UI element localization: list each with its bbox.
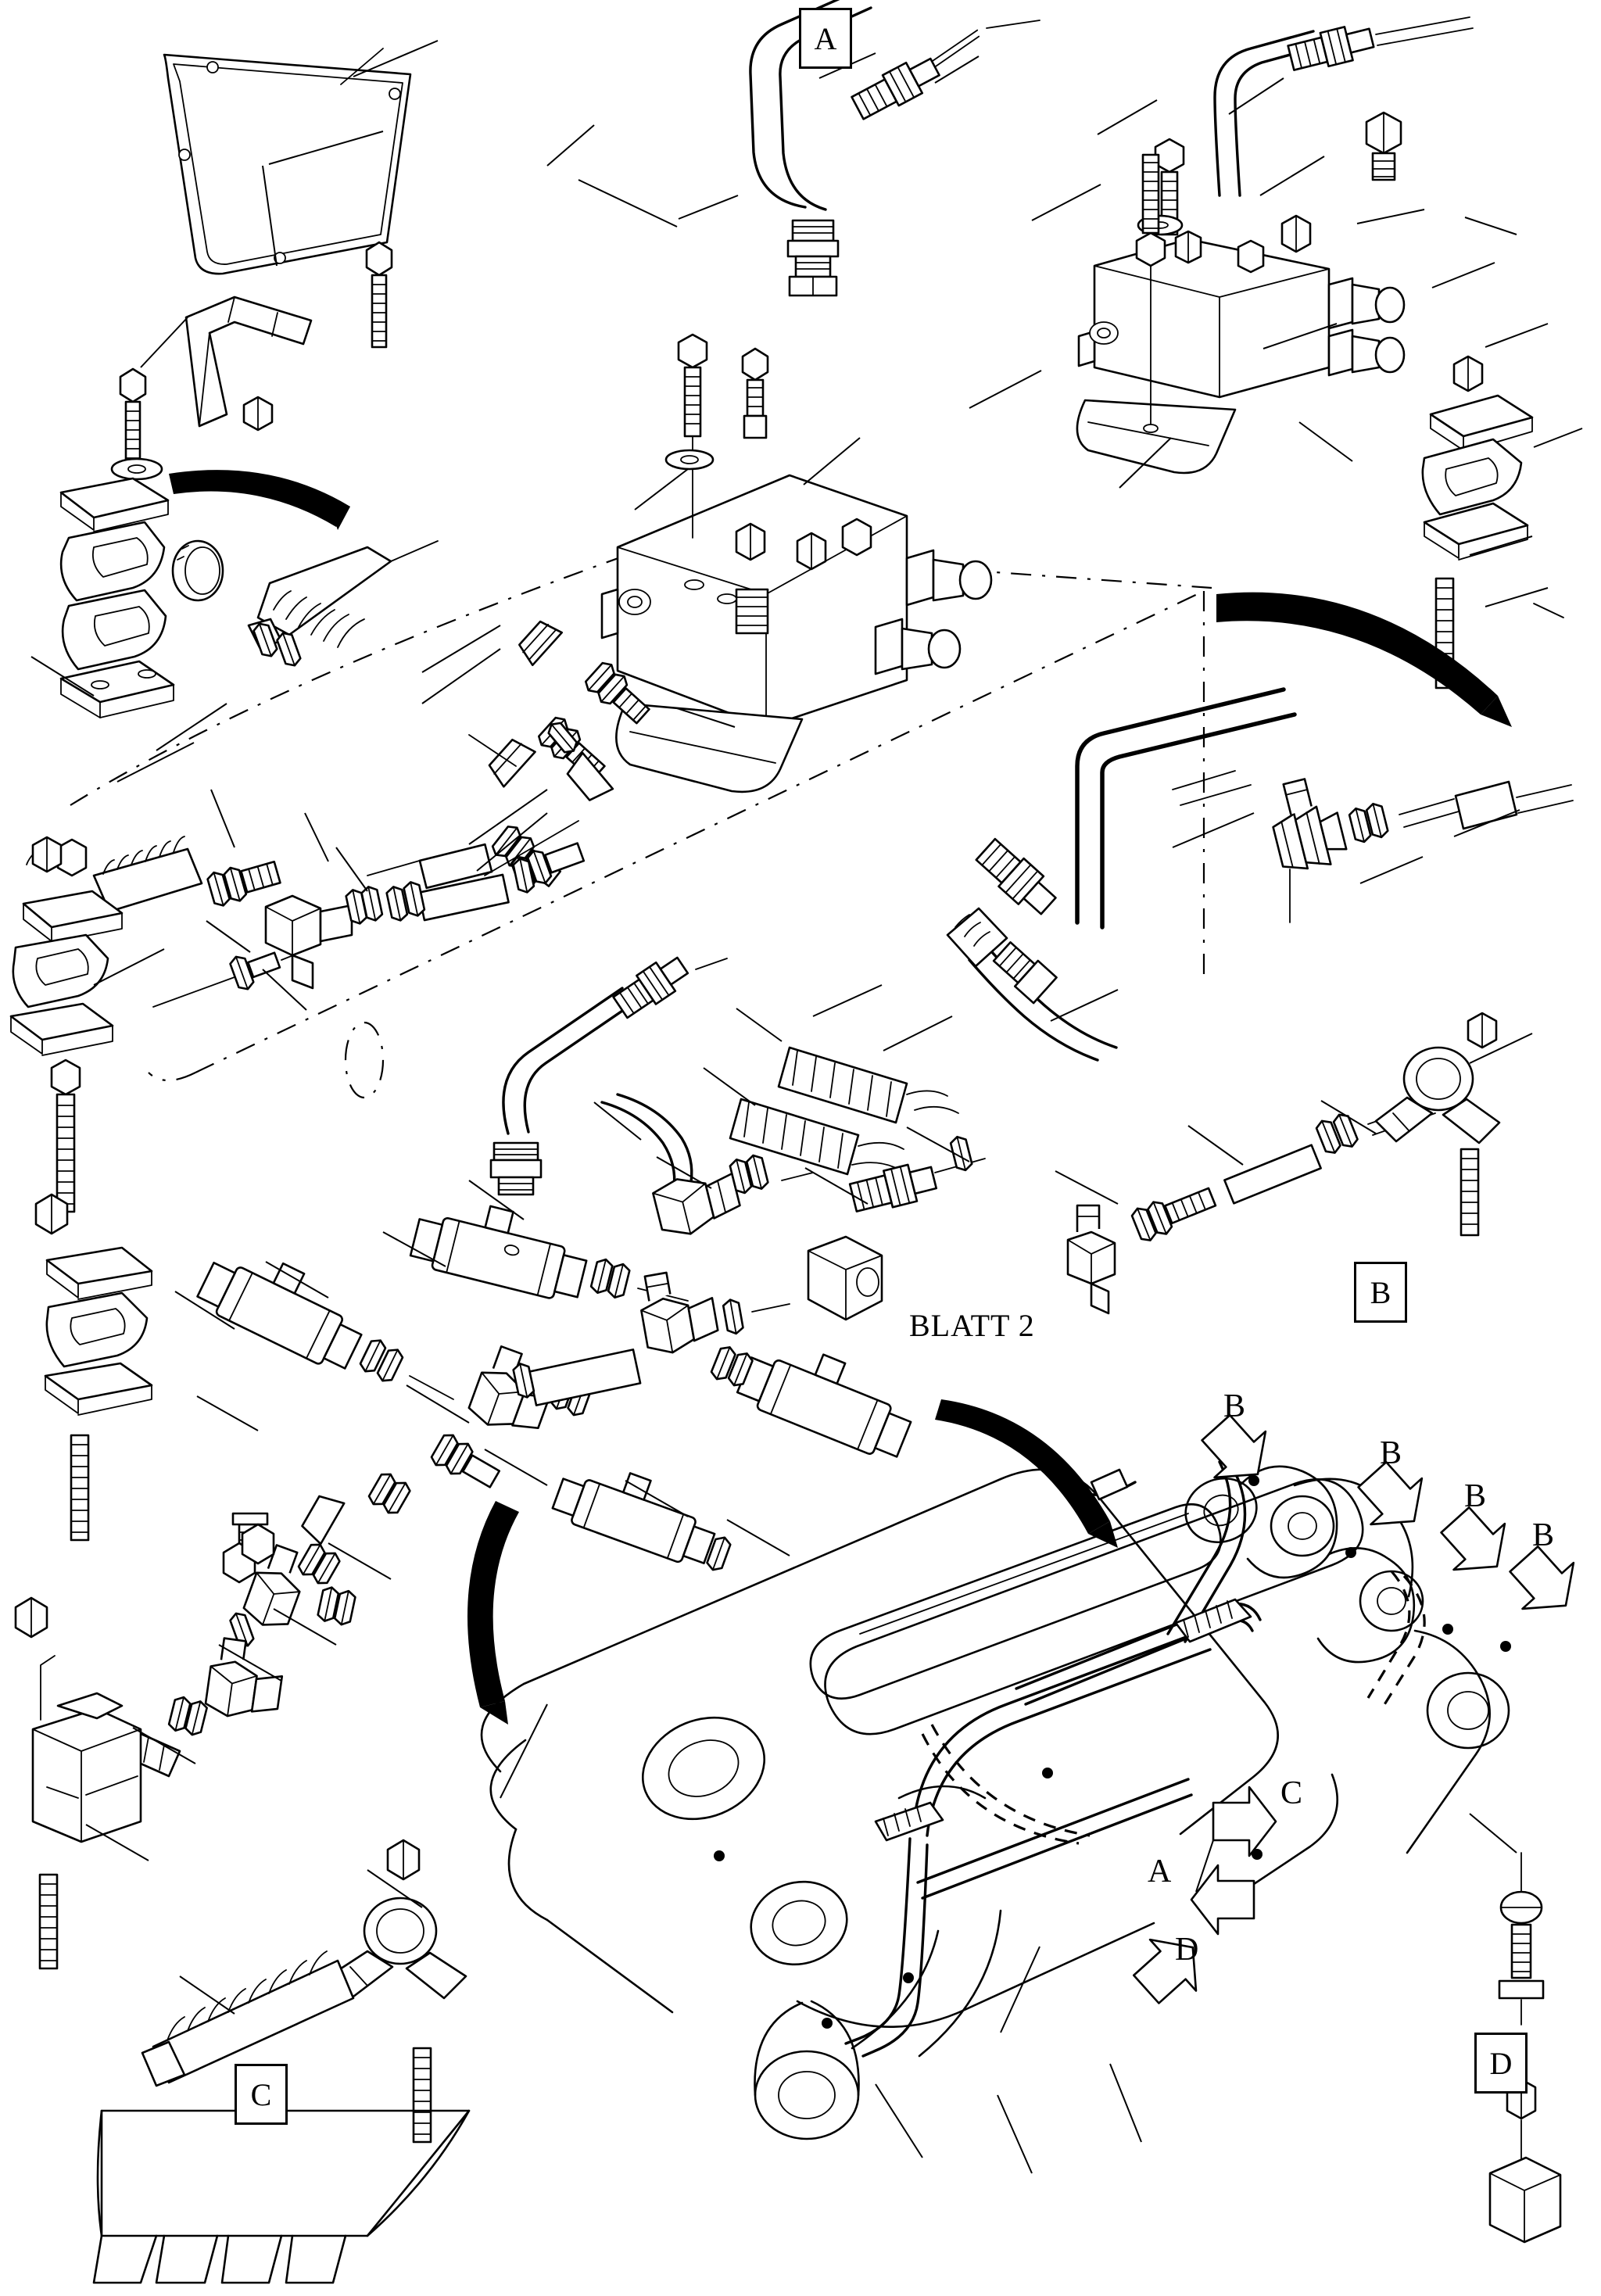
callout-a: A bbox=[1148, 1854, 1172, 1889]
sheet-reference-blatt-2: BLATT 2 bbox=[909, 1308, 1035, 1343]
clamp-stack-right-upper bbox=[1421, 355, 1564, 690]
hose-clamp-stack-left bbox=[59, 477, 224, 718]
cover-plate-part bbox=[163, 48, 412, 275]
hydraulic-hose-left-upper bbox=[247, 540, 439, 669]
section-label-a: A bbox=[799, 8, 852, 69]
hose-assembly-top-right bbox=[1137, 16, 1474, 236]
fitting-chain-left-of-center bbox=[367, 620, 650, 893]
fitting-row-center bbox=[652, 1134, 986, 1235]
callout-c: C bbox=[1280, 1775, 1303, 1811]
hose-assembly-top-center bbox=[749, 0, 1040, 297]
bolt-part-group-top-left bbox=[110, 241, 393, 481]
callout-b-4: B bbox=[1532, 1517, 1555, 1553]
callout-arrows bbox=[1132, 1413, 1575, 2004]
hose-elbow-center-left bbox=[489, 956, 728, 1196]
hose-elbow-left-middle bbox=[26, 836, 536, 1008]
valve-block-center bbox=[600, 333, 993, 793]
hose-clamp-bottom-left bbox=[141, 1839, 467, 2144]
hose-clamp-stack-mid-left bbox=[9, 836, 124, 1213]
section-label-b: B bbox=[1354, 1262, 1407, 1323]
callout-d: D bbox=[1175, 1932, 1199, 1968]
rod-fitting-right-mid bbox=[1066, 1012, 1501, 1315]
section-label-c: C bbox=[235, 2064, 288, 2125]
junction-box-part bbox=[31, 1655, 142, 1970]
braided-hose-center bbox=[946, 837, 1118, 1062]
excavator-arm-outline bbox=[92, 1460, 1511, 2284]
cylinder-fitting-chains-lower-left bbox=[14, 1205, 912, 1778]
tube-tee-assembly-right bbox=[1075, 687, 1574, 930]
leader-lines bbox=[30, 40, 1583, 2174]
clamp-stack-lower-left bbox=[34, 1193, 153, 1542]
callout-b-2: B bbox=[1380, 1435, 1402, 1471]
hex-block-part bbox=[807, 1235, 883, 1321]
d-section-parts bbox=[1488, 1852, 1562, 2244]
callout-b-3: B bbox=[1464, 1478, 1487, 1514]
washer-part bbox=[110, 457, 163, 481]
mount-bracket-part bbox=[184, 296, 313, 428]
valve-block-upper-right bbox=[1076, 153, 1406, 475]
spring-hose-samples-center bbox=[600, 1046, 959, 1190]
callout-b-1: B bbox=[1223, 1388, 1246, 1424]
section-label-d: D bbox=[1474, 2033, 1528, 2094]
